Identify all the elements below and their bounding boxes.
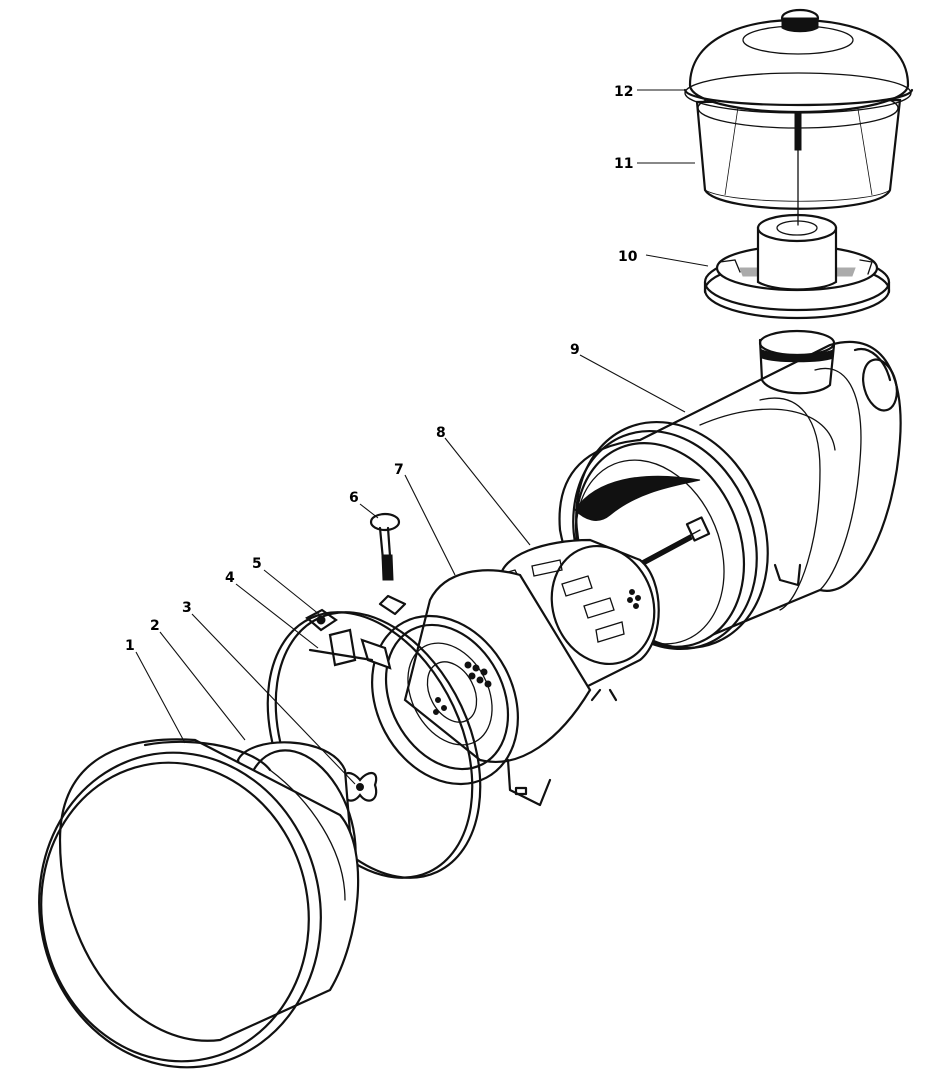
callout-labels: 1 2 3 4 5 6 7 8 9 10 11 12 [125,84,638,654]
part-10-precleaner-base [703,213,891,320]
callout-1: 1 [125,638,135,654]
part-11-precleaner-bowl [695,59,902,226]
part-1-end-cover [38,738,360,1069]
callout-11: 11 [614,156,633,172]
callout-6: 6 [349,490,359,506]
callout-12: 12 [614,84,633,100]
callout-8: 8 [436,425,446,441]
callout-4: 4 [225,570,235,586]
callout-5: 5 [252,556,262,572]
part-7-primary-filter [371,569,592,807]
part-12-precleaner-cap [683,8,914,114]
part-6-bolt [369,512,407,616]
part-3-wing-nut [342,772,378,802]
callout-7: 7 [394,462,404,478]
callout-3: 3 [182,600,192,616]
callout-10: 10 [618,249,638,265]
leader-lines [135,89,709,785]
callout-9: 9 [570,342,580,358]
callout-2: 2 [150,618,160,634]
